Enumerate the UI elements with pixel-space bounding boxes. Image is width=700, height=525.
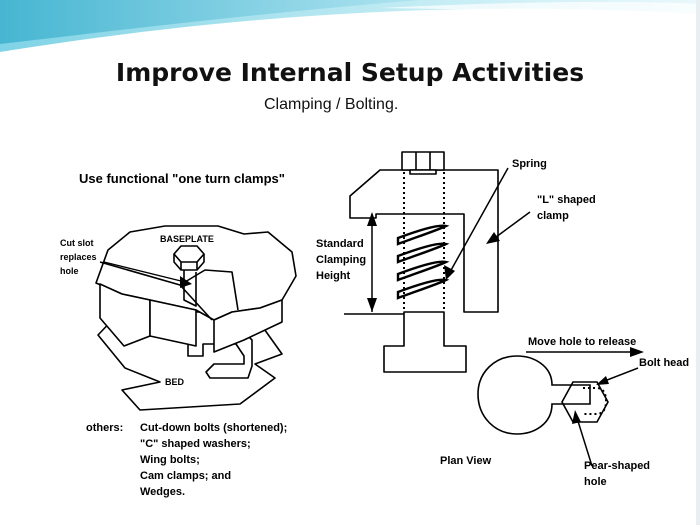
clamp-pointer-icon: [486, 232, 500, 244]
arrow-down-icon: [367, 298, 377, 312]
slide-subtitle: Clamping / Bolting.: [264, 96, 399, 113]
others-list: Cut-down bolts (shortened); "C" shaped w…: [140, 420, 287, 500]
others-item: Wing bolts;: [140, 454, 200, 466]
others-item: Cam clamps; and: [140, 470, 232, 482]
arrow-right-icon: [630, 347, 644, 357]
bolt-head-pointer-icon: [596, 376, 609, 385]
l-clamp-label: "L" shaped clamp: [537, 194, 596, 222]
others-item: Cut-down bolts (shortened);: [140, 422, 288, 434]
plan-view-label: Plan View: [440, 455, 492, 467]
spring-pointer-icon: [444, 265, 455, 280]
others-label: others:: [86, 422, 124, 434]
arrow-icon: [180, 276, 192, 288]
others-item: Wedges.: [140, 486, 186, 498]
slide-title: Improve Internal Setup Activities: [115, 58, 585, 87]
clamping-height-label: Standard Clamping Height: [316, 238, 367, 282]
move-hole-label: Move hole to release: [528, 336, 637, 348]
bed-label: BED: [165, 377, 185, 387]
bolt-head-label: Bolt head: [639, 357, 690, 369]
baseplate-label: BASEPLATE: [160, 234, 214, 244]
pear-pointer-icon: [572, 410, 581, 424]
spring-label: Spring: [512, 158, 547, 170]
left-diagram-heading: Use functional "one turn clamps": [79, 171, 285, 186]
frame-edge: [696, 0, 700, 525]
arrow-up-icon: [367, 212, 377, 226]
pear-hole-label: Pear-shaped hole: [584, 460, 651, 488]
cut-slot-label: Cut slot replaces hole: [60, 238, 97, 276]
others-item: "C" shaped washers;: [140, 438, 251, 450]
header-swoosh: [0, 0, 700, 52]
